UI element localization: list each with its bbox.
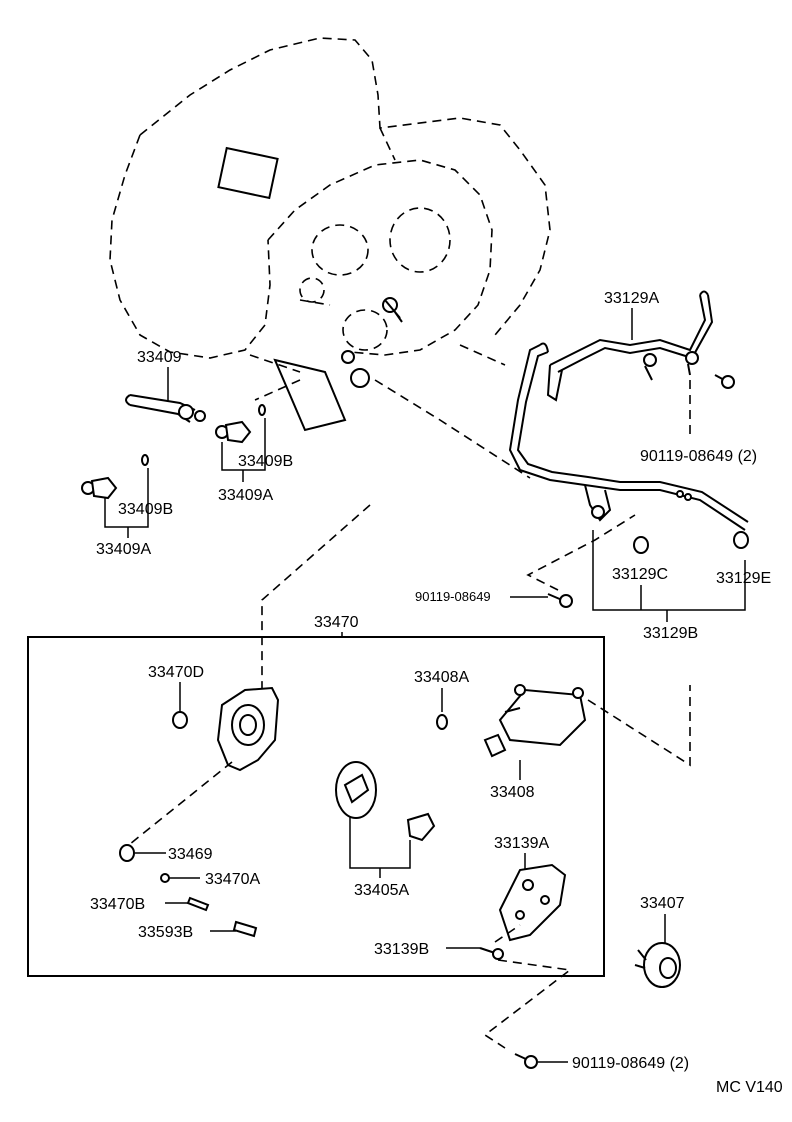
part-33405A-rotor bbox=[335, 761, 377, 819]
kit-33470-box bbox=[27, 636, 605, 977]
label-33129B: 33129B bbox=[643, 625, 698, 642]
part-33139A-cover bbox=[498, 863, 567, 942]
part-33409-cooler-pipe bbox=[125, 394, 206, 423]
label-33409A-lower: 33409A bbox=[96, 541, 151, 558]
part-33129C-clamp bbox=[633, 536, 649, 554]
case-window bbox=[217, 146, 279, 200]
part-33408A-gasket bbox=[436, 714, 448, 730]
part-90119-bolt-bottom bbox=[514, 1053, 538, 1069]
part-90119-bolt-mid bbox=[547, 593, 573, 608]
part-33409B-gasket-lower bbox=[141, 454, 149, 466]
case-mount-block bbox=[273, 358, 347, 432]
transmission-case bbox=[109, 37, 551, 432]
label-33470D: 33470D bbox=[148, 664, 204, 681]
part-33470D-plug bbox=[172, 711, 188, 729]
label-33129C: 33129C bbox=[612, 566, 668, 583]
label-33470A: 33470A bbox=[205, 871, 260, 888]
part-oil-pump-body bbox=[216, 686, 280, 772]
label-33139A: 33139A bbox=[494, 835, 549, 852]
label-33405A: 33405A bbox=[354, 882, 409, 899]
label-33129A: 33129A bbox=[604, 290, 659, 307]
diagram-code: MC V140 bbox=[716, 1079, 783, 1096]
part-33139B-bolt bbox=[492, 948, 504, 960]
label-33409A-upper: 33409A bbox=[218, 487, 273, 504]
part-33129E-clamp bbox=[733, 531, 749, 549]
label-33129E: 33129E bbox=[716, 570, 771, 587]
label-90119-bottom: 90119-08649 (2) bbox=[572, 1055, 689, 1072]
part-33405A-gear bbox=[406, 812, 436, 842]
label-33408A: 33408A bbox=[414, 669, 469, 686]
part-33409A-union-upper bbox=[215, 420, 252, 444]
part-33409B-gasket-upper bbox=[258, 404, 266, 416]
label-33470B: 33470B bbox=[90, 896, 145, 913]
part-33129A-oil-pipe bbox=[546, 290, 714, 402]
part-33408-strainer bbox=[483, 684, 587, 758]
label-33408: 33408 bbox=[490, 784, 535, 801]
label-33139B: 33139B bbox=[374, 941, 429, 958]
part-90119-bolt-top bbox=[714, 374, 735, 389]
label-33470: 33470 bbox=[314, 614, 359, 631]
label-33407: 33407 bbox=[640, 895, 685, 912]
part-33129B-oil-pipe bbox=[508, 342, 749, 531]
part-33593B-pin bbox=[232, 920, 258, 938]
label-33409B-upper: 33409B bbox=[238, 453, 293, 470]
label-33409B-lower: 33409B bbox=[118, 501, 173, 518]
part-33409A-union-lower bbox=[81, 476, 118, 500]
label-33593B: 33593B bbox=[138, 924, 193, 941]
part-33469-bushing bbox=[119, 844, 135, 862]
part-33407-pressure-sensor bbox=[634, 942, 681, 988]
label-90119-top: 90119-08649 (2) bbox=[640, 448, 757, 465]
label-90119-mid: 90119-08649 bbox=[415, 589, 491, 604]
label-33469: 33469 bbox=[168, 846, 213, 863]
label-33409: 33409 bbox=[137, 349, 182, 366]
part-33470A-o-ring bbox=[160, 873, 170, 883]
part-33470B-pin bbox=[186, 896, 210, 912]
